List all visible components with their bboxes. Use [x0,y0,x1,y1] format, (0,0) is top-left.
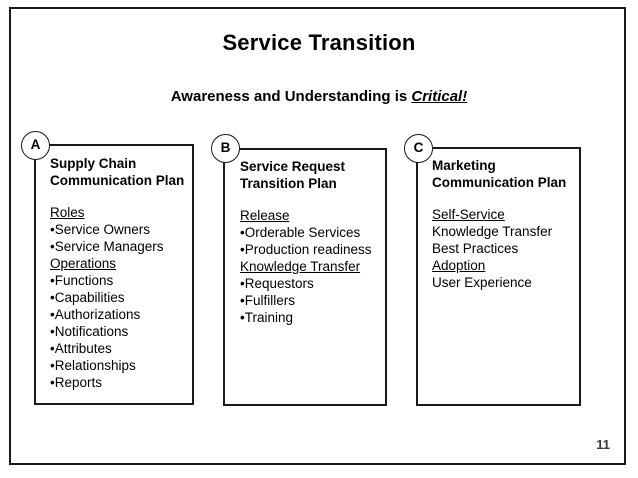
slide-subtitle: Awareness and Understanding is Critical! [0,88,638,105]
list-item: •Orderable Services [240,224,372,241]
list-item: •Authorizations [50,306,184,323]
list-item: •Relationships [50,357,184,374]
bullet-icon: • [50,324,55,339]
column-heading-line: Communication Plan [432,175,567,190]
bullet-icon: • [50,341,55,356]
column-box-c [416,147,581,406]
column-subheading: Operations [50,256,117,271]
list-item: Knowledge Transfer [432,224,553,239]
list-item: Best Practices [432,241,519,256]
column-heading-line: Communication Plan [50,173,185,188]
list-item: •Notifications [50,323,184,340]
list-item-label: Service Managers [54,239,164,254]
list-item-label: Fulfillers [244,293,295,308]
column-subheading: Roles [50,205,85,220]
bullet-icon: • [50,358,55,373]
page-title: Service Transition [222,30,416,55]
heading-spacer [432,191,566,206]
bullet-icon: • [240,310,245,325]
column-marker-c: C [404,134,433,163]
list-item: •Service Managers [50,238,184,255]
list-item: •Capabilities [50,289,184,306]
heading-spacer [240,192,372,207]
bullet-icon: • [50,239,55,254]
column-heading-line: Marketing [432,158,496,173]
bullet-icon: • [50,273,55,288]
list-item: •Service Owners [50,221,184,238]
column-subheading: Adoption [432,258,486,273]
bullet-icon: • [240,242,245,257]
bullet-icon: • [50,222,55,237]
list-item: •Requestors [240,275,372,292]
column-box-b [223,148,387,406]
column-box-a [34,144,194,405]
column-subheading: Release [240,208,290,223]
bullet-icon: • [50,290,55,305]
column-heading-line: Service Request [240,159,346,174]
list-item-label: Authorizations [54,307,141,322]
list-item-label: Notifications [54,324,129,339]
bullet-icon: • [50,307,55,322]
subtitle-emphasis-text: Critical! [411,88,468,105]
list-item-label: Functions [54,273,114,288]
column-heading-line: Transition Plan [240,176,337,191]
list-item: •Attributes [50,340,184,357]
list-item-label: Training [244,310,294,325]
bullet-icon: • [240,276,245,291]
list-item-label: Requestors [244,276,314,291]
subtitle-prefix-text: Awareness and Understanding is [170,88,412,105]
page-number: 11 [596,437,610,452]
list-item-label: Reports [54,375,103,390]
bullet-icon: • [240,293,245,308]
column-subheading: Self-Service [432,207,505,222]
list-item: •Functions [50,272,184,289]
list-item: •Reports [50,374,184,391]
column-subheading: Knowledge Transfer [240,259,361,274]
list-item-label: Service Owners [54,222,151,237]
column-marker-b: B [211,134,240,163]
bullet-icon: • [240,225,245,240]
column-heading-line: Supply Chain [50,156,137,171]
list-item-label: Attributes [54,341,112,356]
list-item: User Experience [432,275,532,290]
list-item-label: Production readiness [244,242,372,257]
column-marker-a: A [21,131,50,160]
list-item: •Fulfillers [240,292,372,309]
list-item-label: Relationships [54,358,136,373]
list-item-label: Orderable Services [244,225,361,240]
bullet-icon: • [50,375,55,390]
list-item: •Production readiness [240,241,372,258]
heading-spacer [50,189,184,204]
list-item: •Training [240,309,372,326]
list-item-label: Capabilities [54,290,125,305]
